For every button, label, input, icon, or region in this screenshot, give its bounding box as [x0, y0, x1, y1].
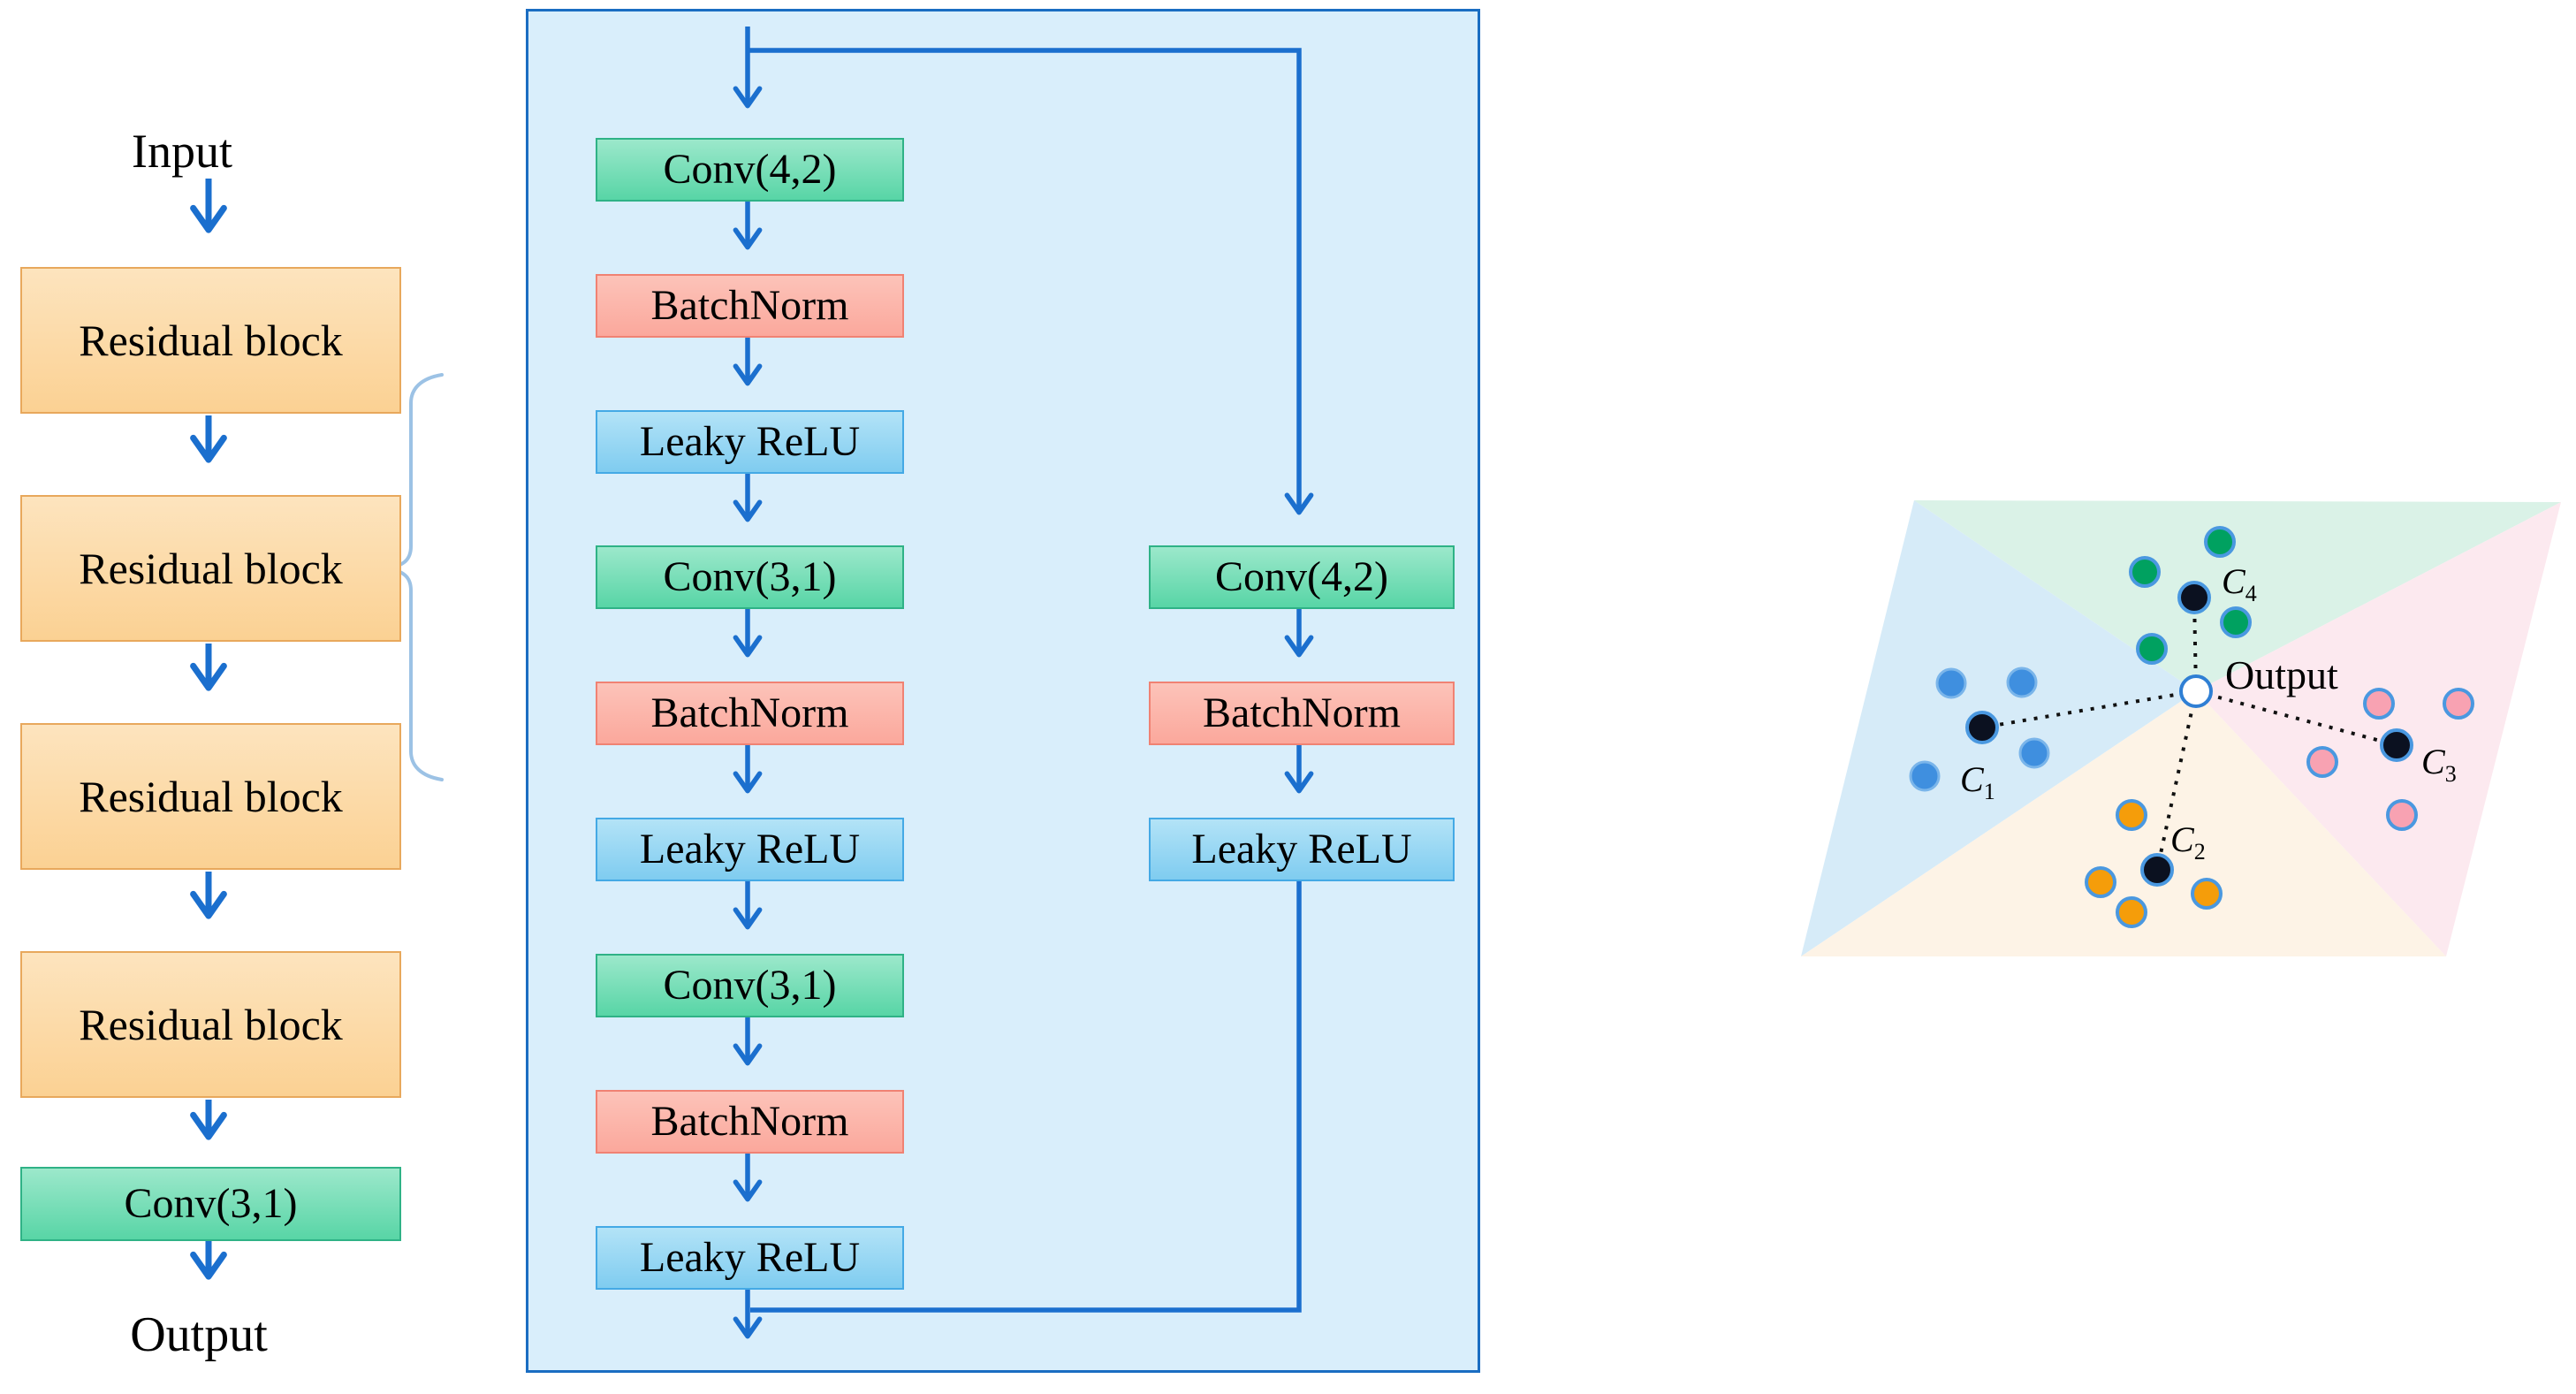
- cluster-center-c4-label: C4: [2222, 560, 2257, 607]
- blue-point-dot: [1935, 667, 1967, 699]
- green-cluster: [2129, 526, 2252, 665]
- green-point-dot: [2136, 633, 2168, 665]
- link-output-c4: [2192, 597, 2198, 692]
- center-links: [1981, 597, 2397, 871]
- pink-point-dot: [2386, 799, 2418, 831]
- orange-point-dot: [2191, 878, 2223, 910]
- orange-point-dot: [2085, 866, 2116, 898]
- c3-sub: 3: [2444, 761, 2457, 787]
- leaky-relu-box: Leaky ReLU: [596, 1226, 904, 1290]
- c1-base: C: [1960, 759, 1984, 799]
- blue-point-dot: [1909, 760, 1941, 792]
- skip-conv-box: Conv(4,2): [1149, 545, 1455, 609]
- green-point-dot: [2204, 526, 2236, 558]
- batchnorm-box: BatchNorm: [596, 1090, 904, 1154]
- green-point-dot: [2220, 606, 2252, 638]
- link-output-c2: [2155, 690, 2198, 871]
- residual-block-box: Residual block: [20, 951, 401, 1098]
- leaky-relu-box: Leaky ReLU: [596, 410, 904, 474]
- output-label: Output: [130, 1307, 268, 1362]
- region-green: [1914, 500, 2561, 691]
- residual-block-box: Residual block: [20, 723, 401, 870]
- blue-cluster: [1909, 667, 2050, 792]
- residual-block-box: Residual block: [20, 267, 401, 414]
- c1-sub: 1: [1983, 779, 1995, 804]
- cluster-center-c1-label: C1: [1960, 758, 1995, 805]
- cluster-center-c2-label: C2: [2170, 819, 2206, 865]
- link-output-c1: [1981, 689, 2197, 729]
- output-center-dot: [2179, 674, 2213, 708]
- skip-connection-line: [748, 48, 1314, 515]
- pink-point-dot: [2363, 688, 2395, 720]
- skip-merge-line: [750, 880, 1302, 1313]
- orange-cluster: [2085, 799, 2223, 928]
- pink-point-dot: [2306, 746, 2338, 778]
- leaky-relu-box: Leaky ReLU: [596, 818, 904, 881]
- green-point-dot: [2129, 556, 2161, 588]
- c2-sub: 2: [2193, 839, 2206, 865]
- orange-point-dot: [2116, 896, 2147, 928]
- cluster-center-c3-label: C3: [2421, 741, 2457, 788]
- skip-leaky-relu-box: Leaky ReLU: [1149, 818, 1455, 881]
- batchnorm-box: BatchNorm: [596, 274, 904, 338]
- c2-base: C: [2170, 819, 2194, 859]
- cluster-center-c4-dot: [2177, 581, 2211, 614]
- skip-batchnorm-box: BatchNorm: [1149, 682, 1455, 745]
- cluster-regions: [1801, 500, 2561, 956]
- final-conv-box: Conv(3,1): [20, 1167, 401, 1241]
- conv-box: Conv(4,2): [596, 138, 904, 202]
- c4-sub: 4: [2245, 581, 2257, 606]
- region-pink: [2196, 502, 2561, 956]
- blue-point-dot: [2006, 667, 2038, 698]
- cluster-centers: [1965, 581, 2413, 887]
- c4-base: C: [2222, 561, 2245, 601]
- cluster-center-c3-dot: [2380, 728, 2413, 762]
- input-label: Input: [132, 125, 232, 178]
- cluster-center-c1-dot: [1965, 711, 1999, 744]
- pink-point-dot: [2443, 688, 2474, 720]
- pink-cluster: [2306, 688, 2474, 831]
- cluster-center-c2-dot: [2140, 853, 2174, 887]
- c3-base: C: [2421, 742, 2445, 781]
- cluster-output-label: Output: [2225, 652, 2338, 697]
- blue-point-dot: [2018, 737, 2050, 769]
- orange-point-dot: [2116, 799, 2147, 831]
- link-output-c3: [2195, 689, 2397, 747]
- batchnorm-box: BatchNorm: [596, 682, 904, 745]
- conv-box: Conv(3,1): [596, 954, 904, 1017]
- conv-box: Conv(3,1): [596, 545, 904, 609]
- residual-block-box: Residual block: [20, 495, 401, 642]
